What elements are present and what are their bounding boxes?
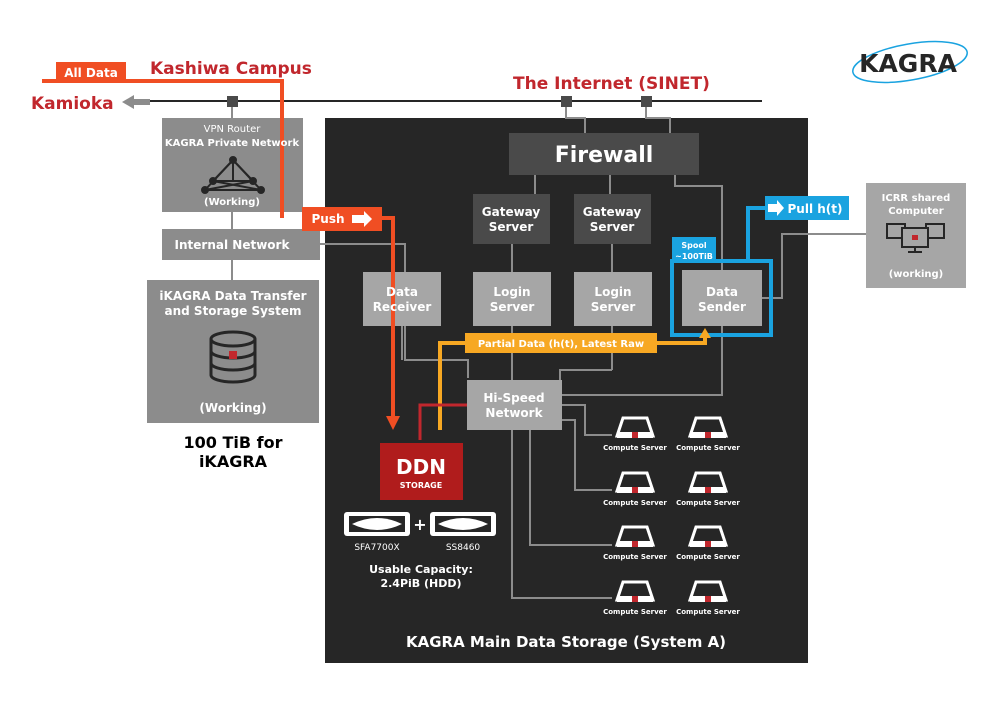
gateway-server-1 <box>473 194 550 244</box>
ddn-logo: DDN <box>396 455 446 479</box>
vpn-status: (Working) <box>204 197 260 208</box>
usable-capacity-line2: 2.4PiB (HDD) <box>380 577 461 590</box>
sfa7700x-icon <box>344 512 410 536</box>
partial-data-path <box>438 336 707 430</box>
login-2-line1: Login <box>594 285 631 299</box>
server-icon <box>614 580 656 602</box>
connector-lines <box>231 107 866 599</box>
ddn-link <box>418 403 467 440</box>
data-receiver-line1: Data <box>386 285 418 299</box>
hi-speed-line1: Hi-Speed <box>483 391 544 405</box>
ss-label: SS8460 <box>446 543 481 553</box>
push-label: Push <box>311 212 344 226</box>
all-data-badge <box>56 62 126 82</box>
server-icon <box>687 471 729 493</box>
capacity-line1: 100 TiB for <box>184 433 283 452</box>
partial-data-arrowhead-icon <box>699 328 711 338</box>
icrr-status: (working) <box>889 269 944 280</box>
login-server-2 <box>574 272 652 326</box>
capacity-line2: iKAGRA <box>199 452 268 471</box>
push-down-arrowhead-icon <box>386 416 400 430</box>
sfa-label: SFA7700X <box>354 543 399 553</box>
ddn-storage-box <box>380 443 463 500</box>
compute-server-label: Compute Server <box>676 608 740 616</box>
gateway-2-line1: Gateway <box>583 205 642 219</box>
compute-server-label: Compute Server <box>603 553 667 561</box>
kagra-logo-swoosh <box>852 40 968 84</box>
gateway-2-line2: Server <box>590 220 635 234</box>
private-network-label: KAGRA Private Network <box>165 138 300 149</box>
gateway-1-line1: Gateway <box>482 205 541 219</box>
login-server-1 <box>473 272 551 326</box>
database-indicator-icon <box>229 351 237 359</box>
spool-line2: ~100TiB <box>675 252 713 261</box>
server-icon <box>687 525 729 547</box>
transfer-status: (Working) <box>199 401 266 415</box>
internal-network-box <box>162 229 320 260</box>
ddn-sub-label: STORAGE <box>400 481 442 490</box>
spool-badge <box>672 237 716 263</box>
data-sender-box <box>682 270 762 326</box>
icrr-title-line2: Computer <box>888 206 943 217</box>
all-data-label: All Data <box>64 66 118 80</box>
pull-arrow-icon <box>768 200 784 216</box>
data-sender-line1: Data <box>706 285 738 299</box>
switch-icon <box>641 96 652 107</box>
firewall-box <box>509 133 699 175</box>
transfer-title-line2: and Storage System <box>165 304 302 318</box>
main-storage-footer: KAGRA Main Data Storage (System A) <box>406 633 726 651</box>
server-icon <box>614 471 656 493</box>
kamioka-arrow-icon <box>122 95 150 109</box>
partial-data-badge <box>465 333 657 353</box>
compute-server-label: Compute Server <box>676 444 740 452</box>
partial-data-label: Partial Data (h(t), Latest Raw <box>478 339 644 350</box>
switch-icon <box>561 96 572 107</box>
login-1-line2: Server <box>490 300 535 314</box>
compute-server-label: Compute Server <box>676 553 740 561</box>
plus-sign: + <box>413 515 426 534</box>
compute-server-label: Compute Server <box>603 608 667 616</box>
kagra-logo: KAGRA <box>859 49 957 78</box>
server-icon <box>687 416 729 438</box>
usable-capacity-line1: Usable Capacity: <box>369 563 473 576</box>
internet-label: The Internet (SINET) <box>513 74 710 94</box>
data-receiver-box <box>363 272 441 326</box>
monitor-indicator-icon <box>912 235 918 240</box>
ss8460-icon <box>430 512 496 536</box>
push-arrow-icon <box>352 211 372 227</box>
kashiwa-campus-label: Kashiwa Campus <box>150 59 312 79</box>
compute-server-label: Compute Server <box>603 444 667 452</box>
hi-speed-network-box <box>467 380 562 430</box>
gateway-1-line2: Server <box>489 220 534 234</box>
compute-server-icons <box>614 416 729 602</box>
data-sender-line2: Sender <box>698 300 746 314</box>
pull-path <box>670 206 773 337</box>
login-1-line1: Login <box>493 285 530 299</box>
internal-network-label: Internal Network <box>175 238 291 252</box>
compute-server-label: Compute Server <box>676 499 740 507</box>
transfer-title-line1: iKAGRA Data Transfer <box>159 289 306 303</box>
login-2-line2: Server <box>591 300 636 314</box>
hi-speed-line2: Network <box>485 406 543 420</box>
data-receiver-line2: Receiver <box>373 300 432 314</box>
pull-label: Pull h(t) <box>788 202 843 216</box>
switch-icon <box>227 96 238 107</box>
main-storage-panel <box>325 118 808 663</box>
kamioka-label: Kamioka <box>31 94 114 114</box>
compute-server-label: Compute Server <box>603 499 667 507</box>
server-icon <box>687 580 729 602</box>
firewall-label: Firewall <box>555 143 654 168</box>
icrr-title-line1: ICRR shared <box>882 193 951 204</box>
private-network-icon <box>201 156 265 194</box>
spool-line1: Spool <box>681 241 706 250</box>
gateway-server-2 <box>574 194 651 244</box>
vpn-router-label: VPN Router <box>204 124 262 135</box>
server-icon <box>614 416 656 438</box>
server-icon <box>614 525 656 547</box>
